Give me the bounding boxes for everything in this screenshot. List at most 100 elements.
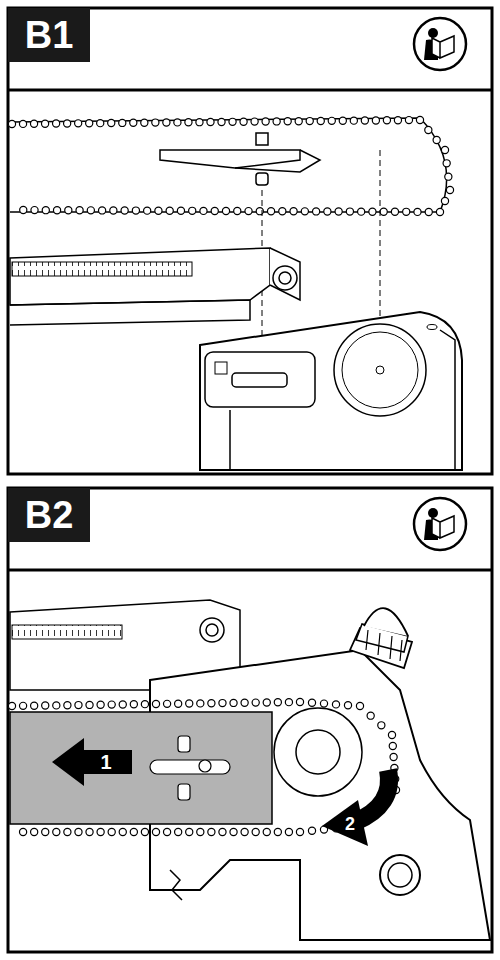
chain-link bbox=[196, 119, 203, 126]
chain-link bbox=[339, 117, 346, 124]
chain-link bbox=[163, 119, 170, 126]
manual-icon bbox=[414, 18, 466, 70]
chain-link bbox=[296, 828, 303, 835]
chain-link bbox=[245, 208, 252, 215]
chain-link bbox=[108, 828, 115, 835]
chain-link bbox=[358, 208, 365, 215]
chain-link bbox=[141, 828, 148, 835]
chain-link bbox=[31, 702, 38, 709]
chain-link bbox=[230, 828, 237, 835]
chain-link bbox=[86, 828, 93, 835]
chain-link bbox=[229, 118, 236, 125]
chain-link bbox=[110, 207, 117, 214]
chain-link bbox=[241, 828, 248, 835]
chain-link bbox=[320, 700, 327, 707]
chain-link bbox=[119, 828, 126, 835]
chain-link bbox=[152, 700, 159, 707]
chain-link bbox=[445, 173, 452, 180]
chain-link bbox=[64, 120, 71, 127]
motor-housing bbox=[150, 608, 490, 940]
chain-link bbox=[42, 207, 49, 214]
chain-link bbox=[53, 120, 60, 127]
chain-link bbox=[185, 119, 192, 126]
chain-link bbox=[390, 753, 397, 760]
chain-link bbox=[372, 117, 379, 124]
rotation-arrow-head bbox=[322, 800, 368, 846]
callout-number: 2 bbox=[345, 815, 355, 833]
chain-link bbox=[208, 828, 215, 835]
chain-link bbox=[207, 118, 214, 125]
chain-link bbox=[317, 117, 324, 124]
chain-link bbox=[65, 207, 72, 214]
chain-link bbox=[441, 146, 448, 153]
chain-link bbox=[8, 120, 15, 127]
chain-link bbox=[186, 828, 193, 835]
chain-link bbox=[350, 117, 357, 124]
chain-link bbox=[218, 118, 225, 125]
ruler-pole bbox=[10, 248, 300, 325]
chain-link bbox=[290, 208, 297, 215]
chain-link bbox=[308, 699, 315, 706]
chain-link bbox=[262, 118, 269, 125]
chain-link bbox=[252, 699, 259, 706]
chain-link bbox=[141, 119, 148, 126]
chain-link bbox=[403, 208, 410, 215]
chain-link bbox=[31, 828, 38, 835]
chain-link bbox=[75, 828, 82, 835]
motor-housing bbox=[200, 312, 462, 470]
chain-link bbox=[130, 828, 137, 835]
chain-link bbox=[274, 699, 281, 706]
chain-link bbox=[64, 702, 71, 709]
chain-link bbox=[53, 702, 60, 709]
chain-link bbox=[175, 828, 182, 835]
chain-link bbox=[144, 207, 151, 214]
chain-link bbox=[230, 699, 237, 706]
chain-link bbox=[208, 700, 215, 707]
chain-link bbox=[200, 207, 207, 214]
chain-link bbox=[8, 702, 15, 709]
chain-link bbox=[97, 828, 104, 835]
chain-link bbox=[240, 118, 247, 125]
chain-link bbox=[97, 701, 104, 708]
chain-link bbox=[166, 207, 173, 214]
chain-link bbox=[219, 699, 226, 706]
chain-link bbox=[119, 119, 126, 126]
chain-link bbox=[108, 119, 115, 126]
chain-link bbox=[389, 742, 396, 749]
chain-link bbox=[308, 827, 315, 834]
chain-link bbox=[141, 701, 148, 708]
chain-link bbox=[346, 208, 353, 215]
chain-link bbox=[87, 207, 94, 214]
chain-link bbox=[86, 701, 93, 708]
chain-link bbox=[19, 120, 26, 127]
chain-link bbox=[19, 702, 26, 709]
chain-link bbox=[130, 119, 137, 126]
chain-link bbox=[446, 186, 453, 193]
chain-link bbox=[197, 828, 204, 835]
chain-link bbox=[152, 119, 159, 126]
chain-link bbox=[296, 698, 303, 705]
panel-b2 bbox=[8, 488, 492, 952]
chain-link bbox=[380, 208, 387, 215]
chain-link bbox=[20, 206, 27, 213]
direction-arrow bbox=[52, 738, 132, 786]
manual-icon bbox=[414, 498, 466, 550]
callout-number: 1 bbox=[100, 752, 111, 772]
chain-link bbox=[53, 207, 60, 214]
chain-link bbox=[391, 208, 398, 215]
chain-link bbox=[267, 208, 274, 215]
chain-link bbox=[416, 116, 423, 123]
chain-link bbox=[222, 207, 229, 214]
chain-link bbox=[75, 701, 82, 708]
chain-link bbox=[425, 126, 432, 133]
chain-link bbox=[324, 208, 331, 215]
chain-link bbox=[119, 701, 126, 708]
chain-link bbox=[53, 828, 60, 835]
chain-link bbox=[344, 702, 351, 709]
chain-link bbox=[41, 120, 48, 127]
chain-link bbox=[335, 208, 342, 215]
chain-link bbox=[152, 828, 159, 835]
chain-link bbox=[177, 207, 184, 214]
chain-link bbox=[441, 197, 448, 204]
